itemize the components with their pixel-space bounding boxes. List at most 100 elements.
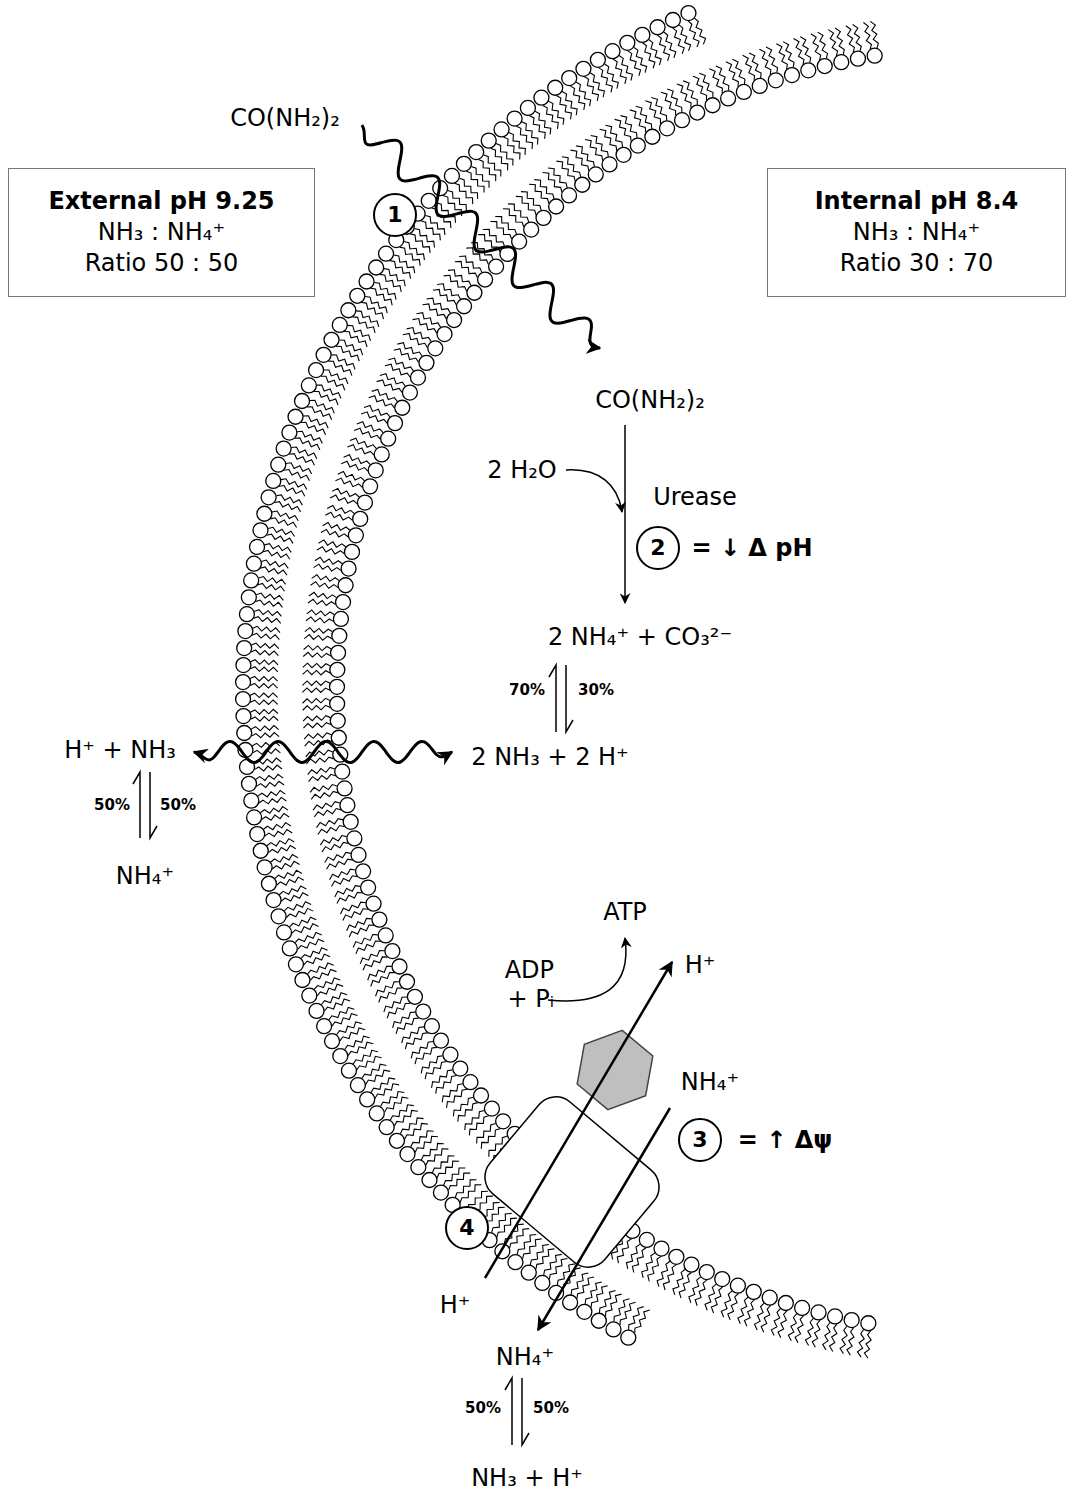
lipid-tail [630, 110, 646, 133]
lipid-head [416, 1004, 431, 1019]
lipid-tail [695, 1280, 707, 1306]
lipid-head [410, 370, 425, 385]
lipid-head [236, 692, 251, 707]
lipid-head [366, 896, 381, 911]
lipid-tail [303, 652, 331, 657]
lipid-tail [281, 479, 307, 490]
lipid-tail [484, 155, 501, 177]
lipid-tail [591, 1286, 608, 1308]
lipid-head [699, 1265, 714, 1280]
lipid-head [261, 490, 276, 505]
lipid-tail [329, 1007, 355, 1019]
info-box: External pH 9.25NH₃ : NH₄⁺Ratio 50 : 50 [8, 168, 315, 297]
lipid-tail [307, 610, 335, 616]
lipid-head [577, 1304, 592, 1319]
lipid-head [341, 1063, 356, 1078]
lipid-tail [673, 28, 685, 54]
lipid-tail [303, 716, 330, 721]
lipid-tail [324, 370, 348, 384]
lipid-head [257, 506, 272, 521]
lipid-tail [413, 319, 437, 334]
lipid-head [333, 1049, 348, 1064]
lipid-tail [677, 84, 691, 108]
lipid-head [348, 528, 363, 543]
lipid-tail [311, 791, 338, 799]
lipid-head [474, 1088, 489, 1103]
lipid-tail [453, 1097, 473, 1116]
lipid-tail [276, 495, 302, 505]
lipid-tail [274, 502, 300, 512]
lipid-tail [270, 518, 296, 528]
lipid-tail [279, 886, 306, 895]
lipid-head [288, 957, 303, 972]
lipid-tail [509, 132, 526, 154]
lipid-head [433, 1033, 448, 1048]
lipid-head [236, 709, 251, 724]
lipid-tail [256, 781, 284, 787]
lipid-tail [314, 564, 342, 571]
arrows [133, 425, 672, 1445]
lipid-tail [795, 1316, 803, 1343]
lipid-tail [455, 1180, 476, 1198]
lipid-tail [436, 1076, 457, 1094]
urea-diffusion-arrow [362, 125, 600, 348]
lipid-tail [317, 984, 343, 996]
lipid-head [316, 347, 331, 362]
lipid-tail [309, 774, 336, 781]
lipid-head [715, 1272, 730, 1287]
lipid-head [437, 327, 452, 342]
lipid-head [512, 234, 527, 249]
lipid-tail [263, 823, 290, 830]
lipid-head [261, 876, 276, 891]
lipid-head [496, 1114, 511, 1129]
lipid-head [616, 147, 631, 162]
equilibrium-arrow [549, 665, 556, 732]
lipid-tail [311, 582, 339, 589]
lipid-tail [297, 431, 322, 443]
lipid-head [368, 463, 383, 478]
lipid-head [253, 523, 268, 538]
lipid-head [588, 167, 603, 182]
lipid-tail [315, 557, 343, 564]
lipid-tail [344, 455, 371, 465]
callout-circle: 1 [373, 193, 417, 237]
lipid-tail [250, 667, 278, 672]
lipid-tail [548, 168, 567, 188]
lipid-head [400, 1147, 415, 1162]
lipid-tail [384, 997, 407, 1012]
lipid-tail [357, 422, 383, 433]
lipid-tail [448, 190, 467, 210]
lipid-tail [302, 681, 330, 685]
node-text: Ratio 30 : 70 [840, 248, 994, 279]
lipid-head [369, 260, 384, 275]
lipid-tail [353, 317, 376, 333]
lipid-tail [620, 1302, 636, 1325]
lipid-tail [683, 81, 697, 105]
lipid-tail [368, 966, 392, 980]
lipid-tail [259, 577, 286, 585]
lipid-tail [250, 683, 278, 688]
lipid-tail [818, 32, 828, 58]
lipid-head [378, 928, 393, 943]
lipid-head [359, 274, 374, 289]
lipid-tail [312, 575, 340, 582]
lipid-tail [437, 1161, 459, 1178]
lipid-head [443, 1047, 458, 1062]
lipid-head [520, 100, 535, 115]
lipid-tail [448, 270, 471, 286]
lipid-tail [364, 405, 390, 417]
lipid-head [494, 122, 509, 137]
lipid-head [549, 199, 564, 214]
lipid-head [563, 1295, 578, 1310]
lipid-head [266, 473, 281, 488]
lipid-head [534, 90, 549, 105]
lipid-head [524, 222, 539, 237]
lipid-head [236, 675, 251, 690]
lipid-tail [651, 97, 666, 120]
lipid-tail [716, 66, 729, 91]
lipid-head [302, 988, 317, 1003]
lipid-head [481, 133, 496, 148]
lipid-head [237, 726, 252, 741]
synthase-head [562, 1017, 668, 1122]
